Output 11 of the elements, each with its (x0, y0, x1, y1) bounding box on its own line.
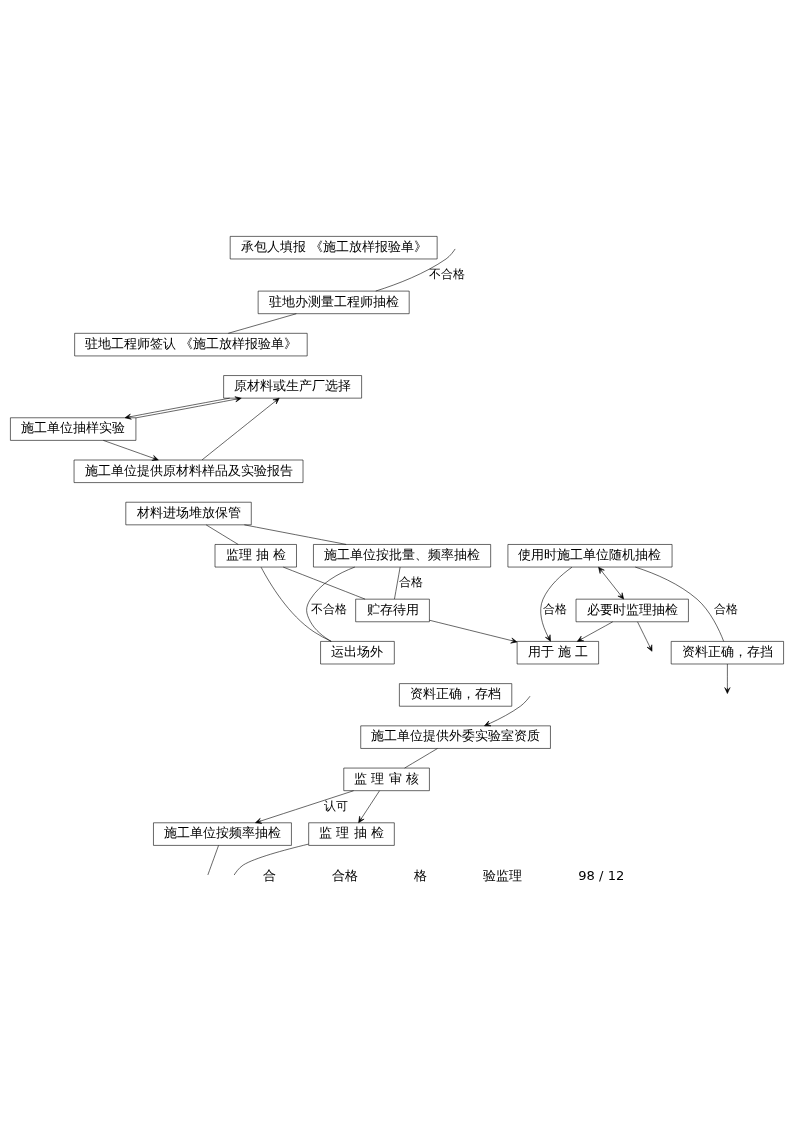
label: 格 (413, 867, 427, 883)
edge-label: 不合格 (310, 601, 347, 616)
edge-label: 合格 (398, 574, 423, 589)
label: 98 / 12 (578, 867, 625, 883)
label: 合格 (331, 867, 358, 883)
label: 验监理 (483, 867, 523, 883)
label: 合 (262, 867, 276, 883)
edge-label: 合格 (714, 601, 739, 616)
edge-label: 合格 (543, 601, 568, 616)
edge-label: 认可 (324, 798, 349, 813)
edge-label: 不合格 (428, 266, 465, 281)
